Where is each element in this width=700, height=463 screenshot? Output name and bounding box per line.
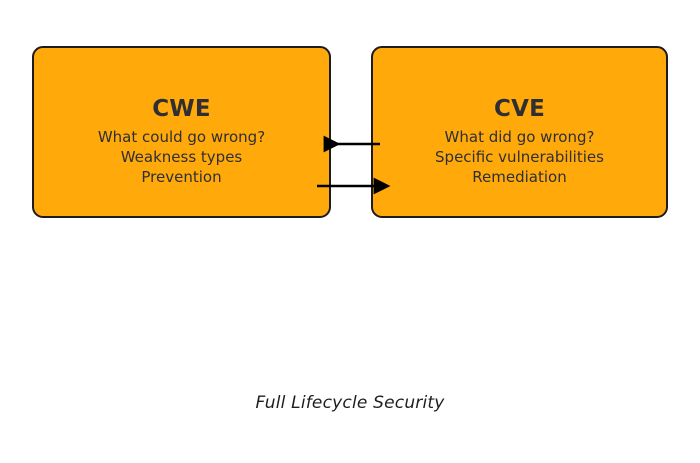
cve-line-2: Specific vulnerabilities <box>435 148 604 166</box>
cwe-line-3: Prevention <box>141 168 222 186</box>
cwe-line-2: Weakness types <box>120 148 243 166</box>
cwe-content: CWE What could go wrong? Weakness types … <box>34 96 329 187</box>
concept-box-cwe[interactable]: CWE What could go wrong? Weakness types … <box>32 46 331 218</box>
cve-line-1: What did go wrong? <box>444 128 595 146</box>
concept-box-cve[interactable]: CVE What did go wrong? Specific vulnerab… <box>371 46 668 218</box>
cve-line-list: What did go wrong? Specific vulnerabilit… <box>373 127 666 187</box>
diagram-caption: Full Lifecycle Security <box>255 393 445 413</box>
cve-title: CVE <box>494 96 545 122</box>
cve-content: CVE What did go wrong? Specific vulnerab… <box>373 96 666 187</box>
cwe-title: CWE <box>152 96 211 122</box>
cwe-line-1: What could go wrong? <box>97 128 266 146</box>
cve-line-3: Remediation <box>472 168 567 186</box>
cwe-line-list: What could go wrong? Weakness types Prev… <box>34 127 329 187</box>
